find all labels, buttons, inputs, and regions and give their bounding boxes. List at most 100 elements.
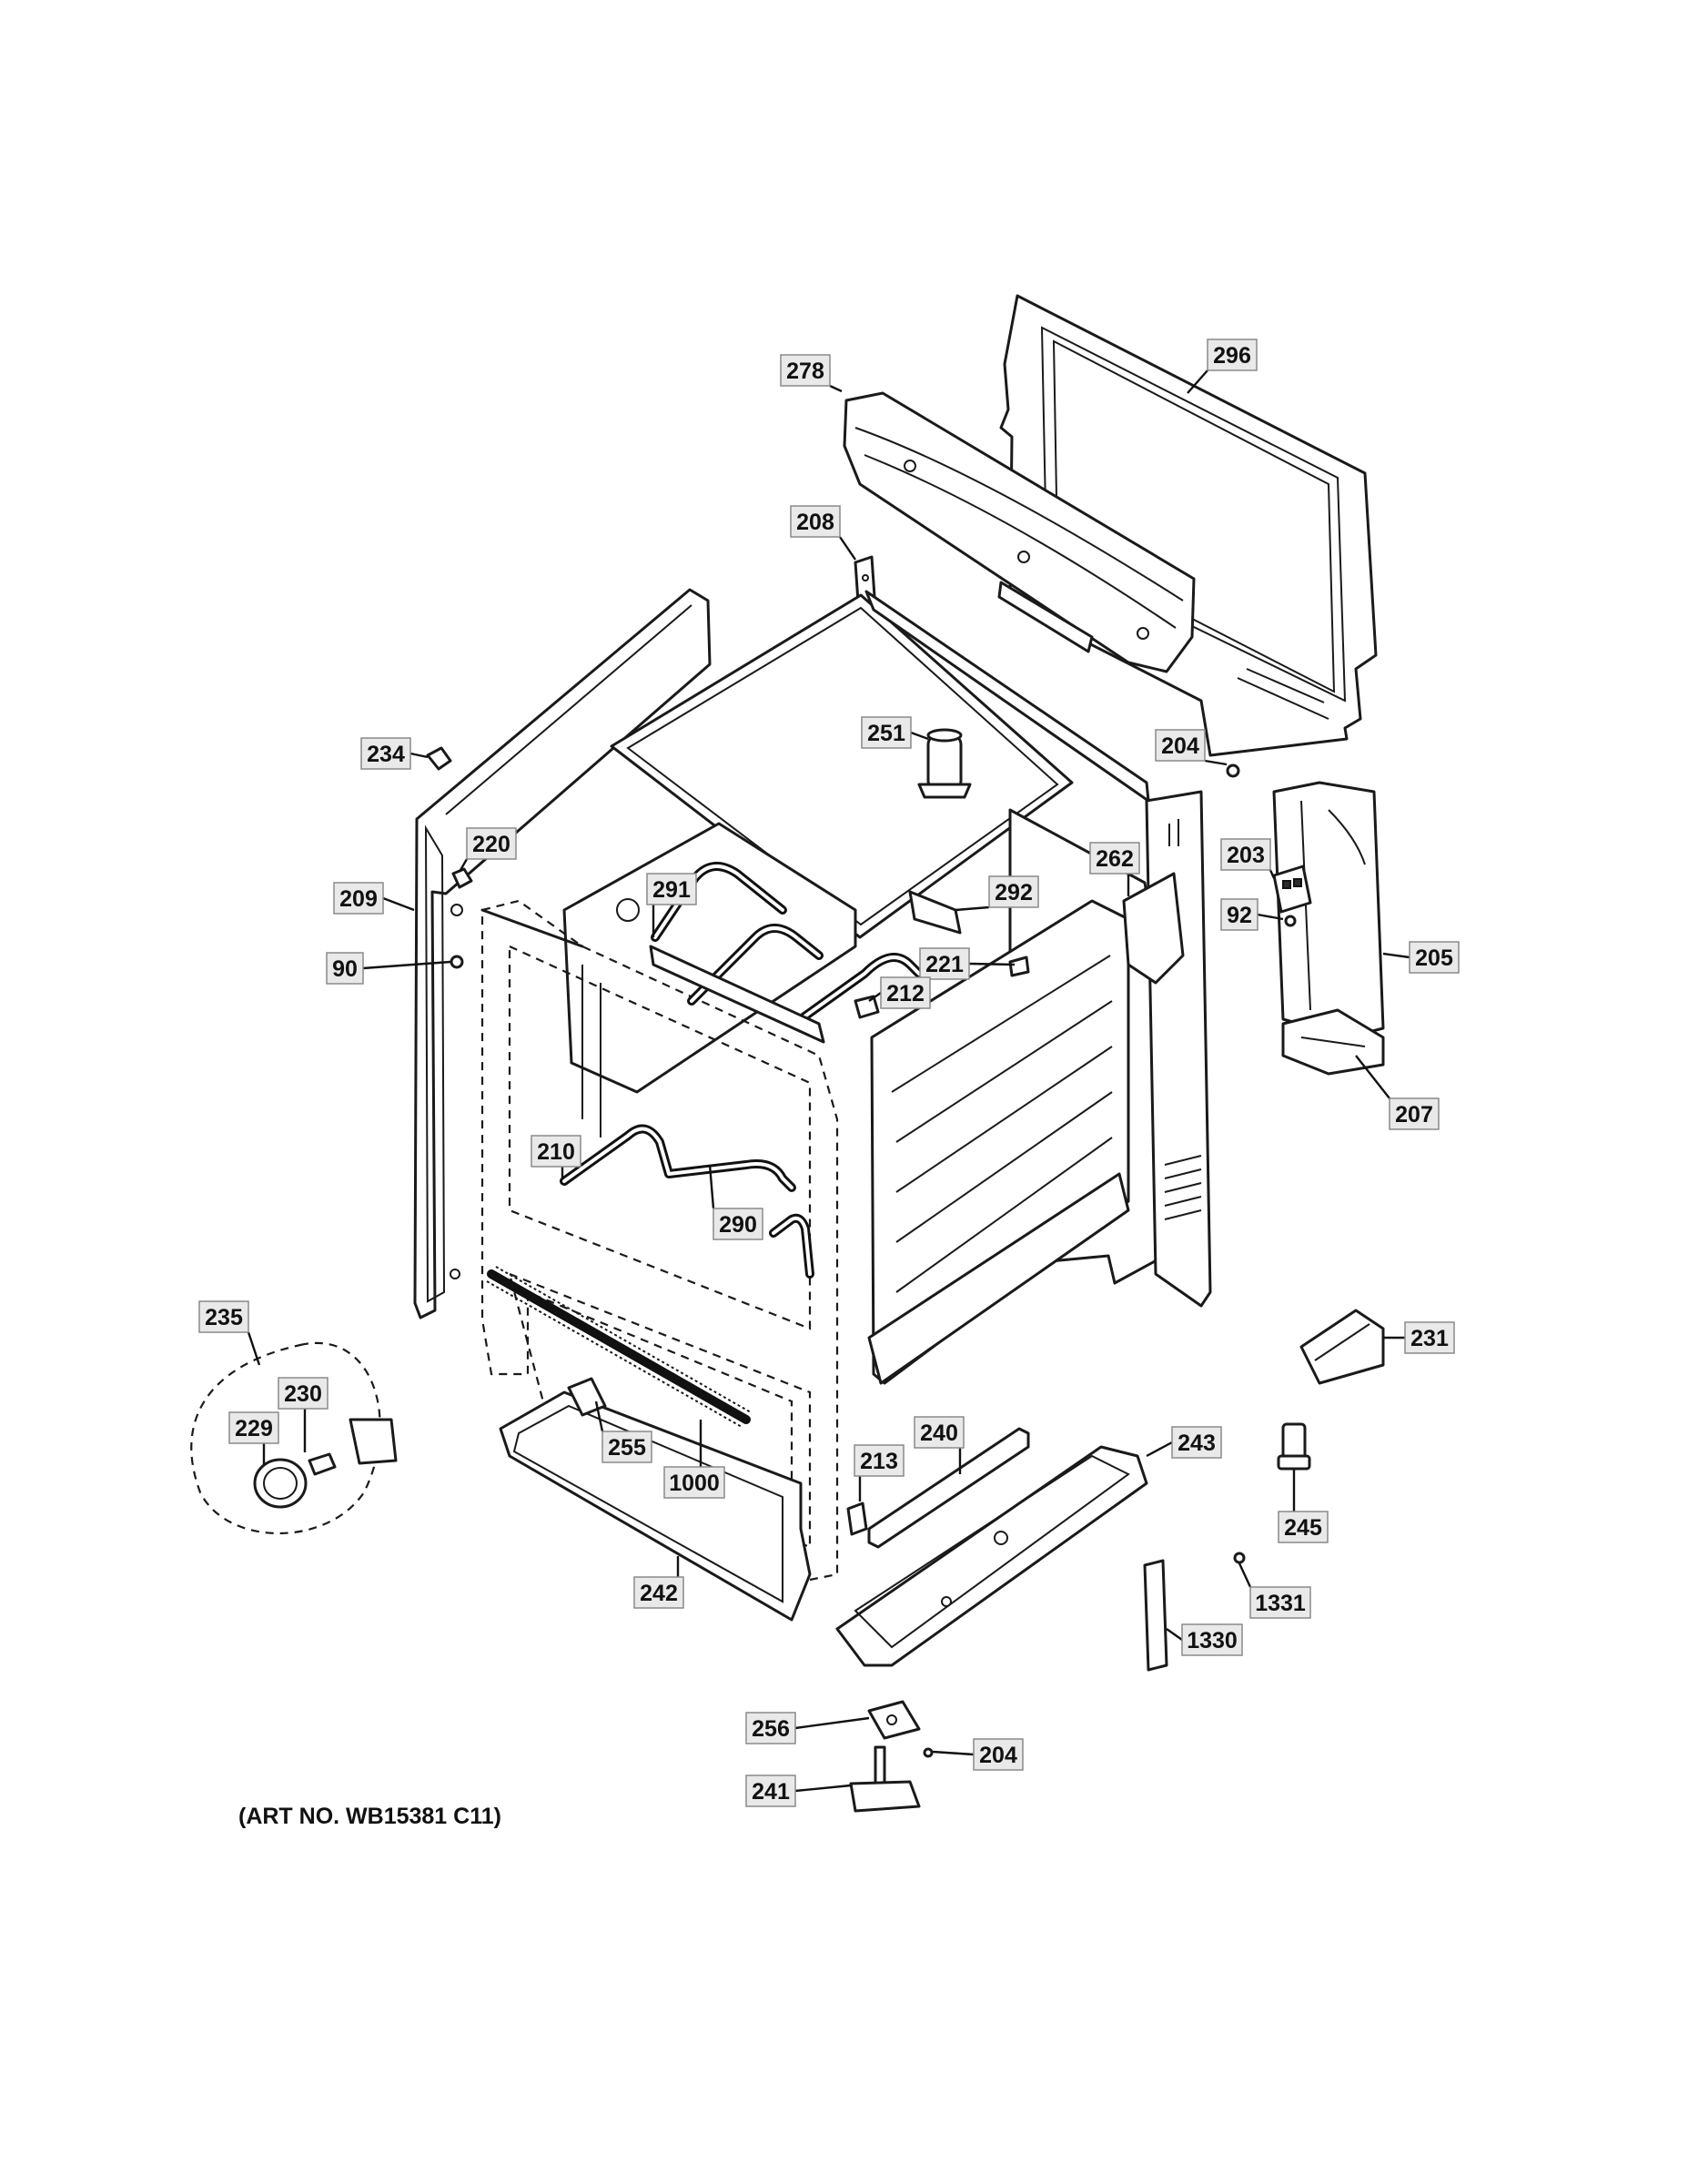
callout-box: [1207, 339, 1258, 371]
callout-leader: [708, 1164, 715, 1209]
callout-leader: [1355, 1055, 1390, 1099]
callout-label: 240: [920, 1421, 958, 1446]
callout-208: 208: [790, 505, 856, 561]
callout-label: 290: [719, 1212, 757, 1238]
callout-leader: [1204, 759, 1228, 766]
callout-212: 212: [868, 976, 931, 1009]
callout-label: 255: [608, 1435, 646, 1461]
callout-box: [988, 875, 1039, 908]
callout-label: 1000: [669, 1471, 720, 1496]
gasket-part-1000: [486, 1266, 752, 1428]
callout-213: 213: [854, 1444, 905, 1502]
callout-leader: [1238, 1562, 1252, 1588]
art-number-caption: (ART NO. WB15381 C11): [238, 1804, 501, 1829]
callout-label: 291: [652, 877, 691, 903]
oven-light-assembly-part-235: [190, 1341, 398, 1535]
callout-label: 229: [235, 1416, 273, 1441]
screw-part-204: [1226, 763, 1240, 778]
callout-box: [228, 1411, 279, 1444]
leg-plate-part-256: [867, 1700, 921, 1740]
terminal-block-part-203: [1272, 864, 1312, 914]
callout-leader: [382, 896, 415, 912]
callout-92: 92: [1220, 898, 1284, 931]
callout-box: [531, 1135, 581, 1168]
bracket-part-221: [1008, 956, 1030, 977]
callout-label: 210: [537, 1139, 575, 1165]
callout-leader: [1146, 1441, 1173, 1458]
top-trim-part-278: [843, 391, 1196, 673]
callout-1330: 1330: [1166, 1623, 1243, 1656]
sensor-part-251: [917, 728, 972, 799]
callout-label: 204: [1161, 733, 1199, 759]
callout-221: 221: [919, 947, 1016, 980]
callout-205: 205: [1382, 941, 1460, 974]
callout-label: 230: [284, 1381, 322, 1407]
callout-leader: [839, 536, 856, 561]
callout-label: 292: [995, 880, 1033, 905]
callout-251: 251: [861, 716, 929, 749]
callout-207: 207: [1355, 1055, 1440, 1130]
callout-242: 242: [633, 1556, 684, 1609]
leveler-part-245: [1277, 1422, 1311, 1471]
callout-leader: [1257, 913, 1284, 921]
callout-leader: [955, 905, 990, 912]
callout-label: 278: [786, 359, 824, 384]
right-side-panel: [1145, 790, 1212, 1308]
callout-leader: [594, 1400, 604, 1432]
element-shield-part-292: [908, 890, 962, 935]
broil-element-part-290: [560, 1124, 814, 1279]
callout-203: 203: [1220, 838, 1276, 879]
callout-210: 210: [531, 1135, 581, 1178]
screw-part-1331: [1233, 1552, 1246, 1564]
callout-leader: [1187, 369, 1208, 394]
callout-234: 234: [360, 737, 429, 770]
callout-leader: [1269, 869, 1276, 879]
callout-box: [1171, 1426, 1222, 1459]
side-trim-part-205: [1272, 781, 1385, 1039]
callout-label: 231: [1410, 1326, 1449, 1351]
callout-leader: [868, 992, 882, 1002]
callout-90: 90: [326, 952, 451, 985]
callout-leader: [1382, 952, 1410, 959]
callout-204: 204: [932, 1738, 1024, 1771]
callout-box: [919, 947, 970, 980]
callout-204: 204: [1155, 729, 1228, 766]
base-channel-part-243: [835, 1445, 1148, 1667]
callout-label: 234: [367, 742, 405, 767]
callout-label: 262: [1096, 846, 1134, 872]
callout-box: [880, 976, 931, 1009]
bracket-part-231: [1299, 1309, 1385, 1385]
callout-241: 241: [745, 1774, 852, 1807]
callout-box: [790, 505, 841, 538]
callout-label: 212: [886, 981, 925, 1006]
callout-box: [1220, 838, 1271, 871]
callout-label: 241: [752, 1779, 790, 1805]
callout-box: [646, 873, 697, 905]
callout-label: 92: [1227, 903, 1252, 928]
bracket-part-1330: [1143, 1559, 1168, 1672]
callout-278: 278: [780, 354, 843, 393]
callout-box: [1220, 898, 1258, 931]
callout-230: 230: [278, 1377, 329, 1452]
callout-box: [278, 1377, 329, 1410]
callout-box: [973, 1738, 1024, 1771]
callout-box: [1155, 729, 1206, 762]
callout-leader: [247, 1331, 261, 1366]
callout-label: 220: [472, 832, 510, 857]
callout-box: [1278, 1511, 1329, 1543]
callout-label: 235: [205, 1305, 243, 1330]
callout-label: 251: [867, 721, 905, 746]
callout-box: [745, 1712, 796, 1744]
screw-part-204-lower: [923, 1747, 934, 1758]
callout-label: 213: [860, 1449, 898, 1474]
callout-231: 231: [1383, 1321, 1455, 1354]
callout-box: [466, 827, 517, 860]
callout-255: 255: [594, 1400, 652, 1463]
callout-box: [713, 1208, 763, 1240]
callout-label: 207: [1395, 1102, 1433, 1127]
callout-label: 243: [1178, 1431, 1216, 1456]
callout-label: 245: [1284, 1515, 1322, 1541]
callout-box: [333, 882, 384, 915]
callout-box: [745, 1774, 796, 1807]
callout-box: [1404, 1321, 1455, 1354]
